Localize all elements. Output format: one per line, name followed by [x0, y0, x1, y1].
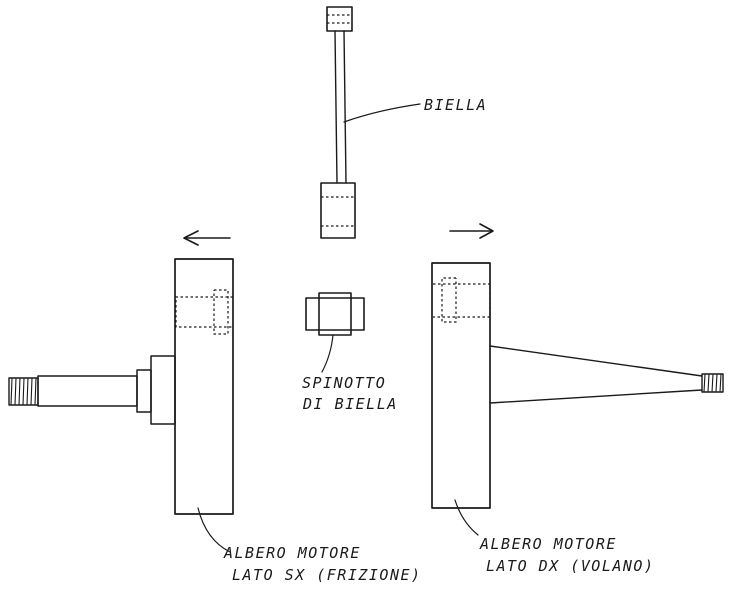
label-albero-sx-line2: LATO SX (FRIZIONE) [232, 566, 422, 584]
crankshaft-right-half [431, 262, 724, 536]
label-biella: BIELLA [424, 96, 488, 114]
shaft-step-left [136, 369, 152, 413]
crankpin-bore-right [433, 277, 491, 323]
connecting-rod [320, 6, 421, 239]
crank-web-left [174, 258, 234, 515]
connecting-rod-big-end [320, 182, 356, 239]
label-spinotto-line2: DI BIELLA [303, 395, 398, 413]
crank-pin [305, 292, 365, 373]
shaft-left [37, 375, 138, 407]
crank-web-right [431, 262, 491, 509]
shaft-collar-left [150, 355, 176, 425]
arrow-right-icon [449, 223, 494, 239]
albero-sx-leader-line [197, 507, 231, 553]
connecting-rod-small-end [326, 6, 353, 32]
crankshaft-left-half [8, 258, 234, 553]
label-albero-sx-line1: ALBERO MOTORE [224, 544, 361, 562]
shaft-thread-left [8, 377, 39, 406]
label-spinotto-line1: SPINOTTO [302, 374, 387, 392]
connecting-rod-shank [334, 30, 347, 184]
arrow-left-icon [183, 230, 231, 246]
label-albero-dx-line2: LATO DX (VOLANO) [486, 557, 655, 575]
label-albero-dx-line1: ALBERO MOTORE [480, 535, 617, 553]
shaft-taper-right [489, 345, 703, 404]
albero-dx-leader-line [454, 499, 479, 536]
shaft-thread-right [701, 373, 724, 393]
spinotto-leader-line [321, 334, 334, 373]
biella-leader-line [343, 103, 421, 123]
crankpin-bore-left [175, 289, 233, 335]
